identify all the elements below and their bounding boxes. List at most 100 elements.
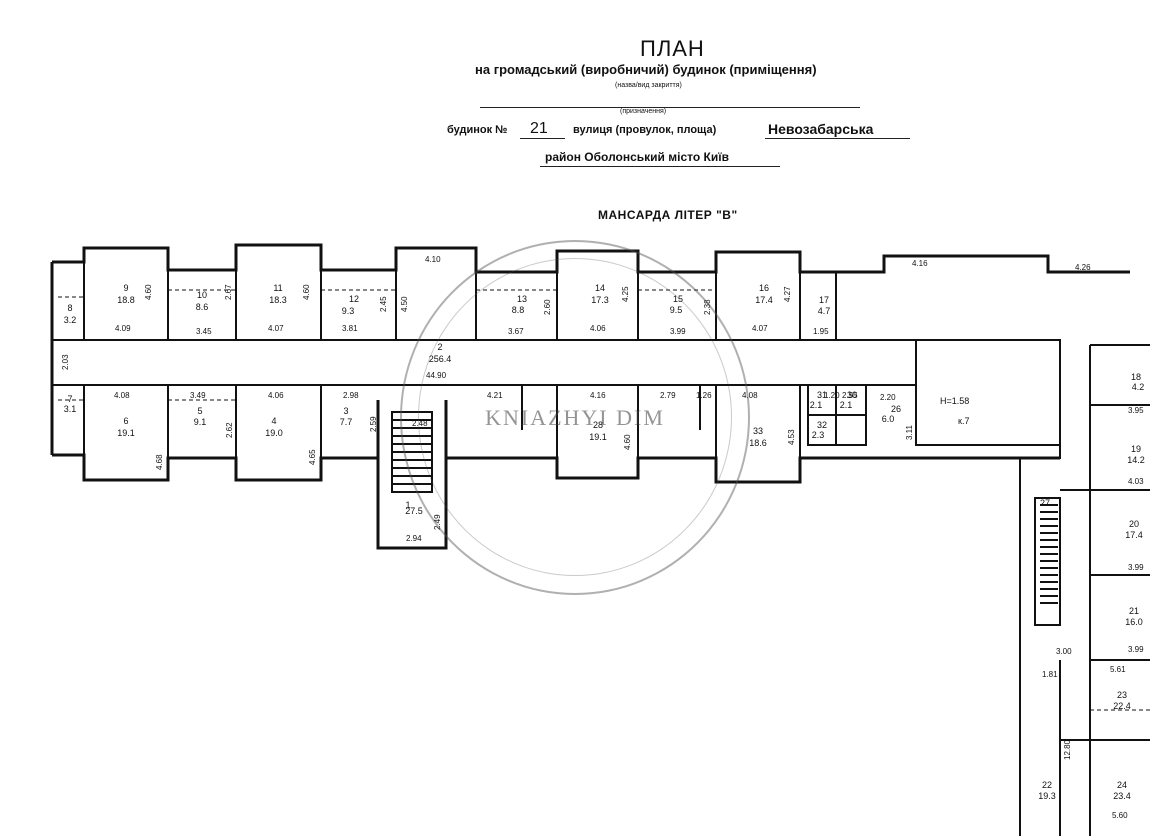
dim: 4.53 [787,429,796,445]
room-area: 9.3 [342,306,355,316]
room-num: 3 [343,406,348,416]
dim: 4.60 [144,284,153,300]
dim: 4.25 [621,286,630,302]
room-area: 17.3 [591,295,609,305]
room-area: 27.5 [405,506,423,516]
room-num: 24 [1117,780,1127,790]
street-value: Невозабарська [768,121,874,137]
room-area: 8.6 [196,302,209,312]
room-num: 18 [1131,372,1141,382]
room-num: 16 [759,283,769,293]
plan-title: ПЛАН [640,36,705,61]
room-area: 22.4 [1113,701,1131,711]
room-area: 17.4 [755,295,773,305]
room-num: 10 [197,290,207,300]
dim: 4.16 [912,259,928,268]
dim: 2.79 [660,391,676,400]
room-area: 8.8 [512,305,525,315]
room-num: 17 [819,295,829,305]
dim: 4.65 [308,449,317,465]
room-num: 11 [273,283,282,293]
inner-walls [52,262,1150,836]
dim: 4.16 [590,391,606,400]
dim: 4.10 [425,255,441,264]
dim: 4.08 [742,391,758,400]
dim: 2.38 [703,299,712,315]
room-num: 7 [67,394,72,404]
dashed-lines [58,289,1150,711]
room-area: 18.6 [749,438,767,448]
dim: 2.55 [842,391,858,400]
dim: 4.50 [400,296,409,312]
room-num: 22 [1042,780,1052,790]
dim: 4.60 [623,434,632,450]
room-area: 2.1 [840,400,853,410]
outer-walls [50,243,1130,550]
dim: 2.98 [343,391,359,400]
room-area: 3.2 [64,315,77,325]
room-area: 256.4 [429,354,452,364]
room-num: 9 [123,283,128,293]
dim: 5.61 [1110,665,1126,674]
room-area: 19.0 [265,428,283,438]
room-area: 4.2 [1132,382,1145,392]
district-underline [540,166,780,167]
dim: 1.81 [1042,670,1058,679]
dim: 2.20 [880,393,896,402]
street-underline [765,138,910,139]
room-num: 14 [595,283,605,293]
dim: 3.00 [1056,647,1072,656]
room-num: 12 [349,294,359,304]
dim: 2.48 [412,419,428,428]
room-area: 2.1 [810,400,823,410]
room-area: 18.8 [117,295,135,305]
dim: 3.45 [196,327,212,336]
purpose-note: (призначення) [620,108,667,115]
dim: 3.99 [1128,645,1144,654]
room-num: 32 [817,420,827,430]
house-label: будинок № [447,124,508,136]
room-num: 31 [817,390,827,400]
room-mark: к.7 [958,416,969,426]
dim: 5.60 [1112,811,1128,820]
room-num: 21 [1129,606,1139,616]
dim: 1.26 [696,391,712,400]
district-line: район Оболонський місто Київ [545,150,729,164]
room-area: 6.0 [882,414,895,424]
dim: 4.06 [268,391,284,400]
room-num: 23 [1117,690,1127,700]
subtitle-note: (назва/вид закриття) [615,82,682,89]
room-area: 19.1 [589,432,607,442]
hall-annotations: H=1.58 к.7 [940,396,969,426]
dim: 4.06 [590,324,606,333]
room-num: 15 [673,294,683,304]
dim: 2.45 [379,296,388,312]
dim: 2.59 [369,416,378,432]
dim: 2.94 [406,534,422,543]
dim: 2.49 [433,514,442,530]
room-area: 9.1 [194,417,207,427]
room-area: 3.1 [64,404,77,414]
street-label: вулиця (провулок, площа) [573,124,717,136]
room-num: 28 [593,420,603,430]
height-note: H=1.58 [940,396,969,406]
dim: 12.80 [1063,739,1072,760]
room-num: 26 [891,404,901,414]
dim: 4.60 [302,284,311,300]
room-num: 8 [67,303,72,313]
room-num: 4 [271,416,276,426]
dim: 4.21 [487,391,503,400]
dim: 4.08 [114,391,130,400]
dim: 3.95 [1128,406,1144,415]
dim: 3.67 [508,327,524,336]
house-number-underline [520,138,565,139]
room-num: 27 [1040,498,1050,508]
room-area: 9.5 [670,305,683,315]
room-area: 4.7 [818,306,831,316]
room-num: 20 [1129,519,1139,529]
dim: 3.99 [670,327,686,336]
dim: 2.03 [61,354,70,370]
purpose-underline [480,107,860,108]
room-area: 18.3 [269,295,287,305]
